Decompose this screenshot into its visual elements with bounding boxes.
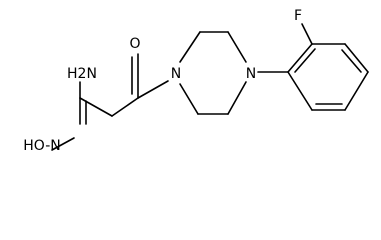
bond-aryl-inner-c3-c4 [341,49,362,73]
bond-pip-n2-to-c-bottom-right [227,81,247,115]
bond-aryl-c4-c5 [344,71,369,111]
bond-pip-c-top-right-to-n2 [227,31,247,63]
piperazine-nitrogen-left-label: N [171,66,181,82]
bond-aryl-c1-c2 [287,43,313,73]
molecule-diagram: F O N N H2N HO-N [23,8,369,154]
piperazine-nitrogen-right-label: N [246,66,256,82]
amine-label: H2N [67,66,97,82]
bond-ch2-to-carbonyl-c [111,97,139,117]
bond-n-to-oh [51,137,75,151]
bond-pip-c-bottom-to-n1 [179,83,199,115]
fluorine-label: F [294,8,302,24]
bond-aryl-to-fluorine [301,23,313,45]
hydroxyimine-label: HO-N [23,138,60,154]
bond-amidine-c-to-ch2 [79,97,113,117]
bond-aryl-inner-c1-c2 [294,48,316,73]
structure-canvas: F O N N H2N HO-N [23,8,369,154]
bond-aryl-c3-c4 [344,43,369,73]
oxygen-label: O [129,36,140,52]
bond-aryl-c6-c1 [287,71,313,111]
bond-carbonyl-c-to-n [137,80,169,99]
bond-pip-n1-to-c-top [179,31,201,63]
